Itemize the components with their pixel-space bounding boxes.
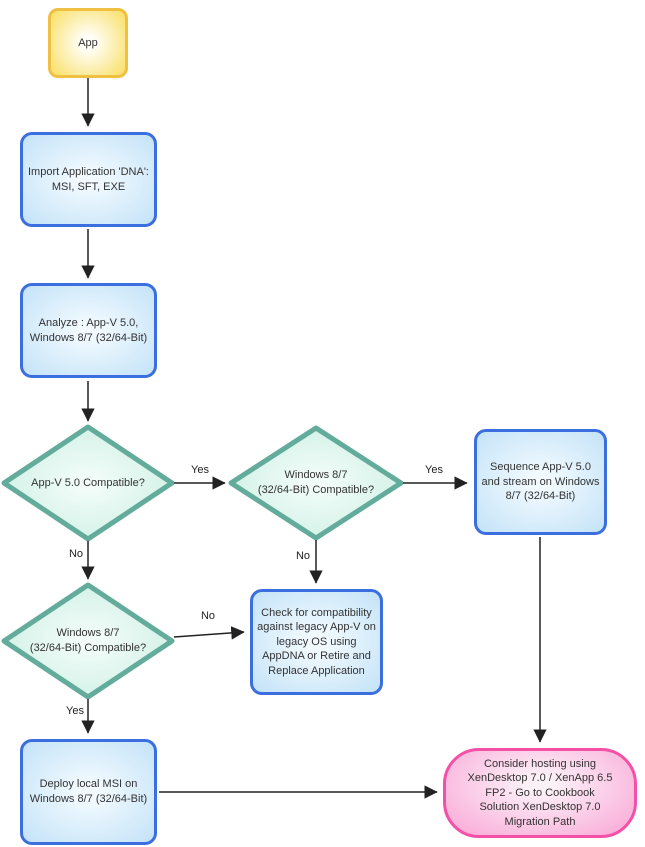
edge-label-no-d3-check: No [200,610,216,622]
decision-appv-compatible-label: App-V 5.0 Compatible? [31,477,145,489]
node-consider-hosting: Consider hosting using XenDesktop 7.0 / … [443,748,637,838]
node-app: App [48,8,128,78]
node-sequence-appv: Sequence App-V 5.0 and stream on Windows… [474,429,607,535]
edge-label-yes-d2-sequence: Yes [425,464,443,476]
edge-label-yes-d1-d2: Yes [191,464,209,476]
node-check-compatibility: Check for compatibility against legacy A… [250,589,383,695]
node-deploy-local-msi: Deploy local MSI on Windows 8/7 (32/64-B… [20,739,157,845]
decision-win87-mid-label: Windows 8/7 (32/64-Bit) Compatible? [257,469,375,496]
node-import-application-dna: Import Application 'DNA': MSI, SFT, EXE [20,132,157,227]
node-analyze-appv: Analyze : App-V 5.0, Windows 8/7 (32/64-… [20,283,157,378]
decision-win87-low-label: Windows 8/7 (32/64-Bit) Compatible? [29,627,147,654]
edge-label-no-d2-check: No [295,550,311,562]
edge-label-yes-d3-deploy: Yes [66,705,84,717]
edge-d3-no-to-check [173,626,245,640]
edge-label-no-d1-d3: No [68,548,84,560]
